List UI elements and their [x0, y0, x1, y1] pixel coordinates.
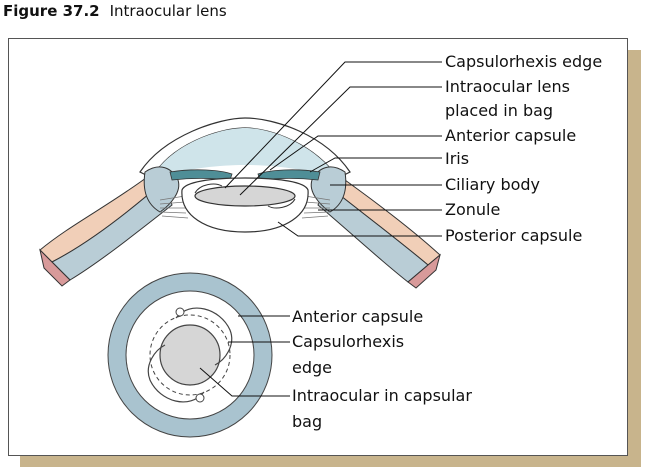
label-edge: edge	[292, 358, 332, 377]
label-posterior-capsule: Posterior capsule	[445, 226, 583, 245]
anterior-chamber	[152, 128, 338, 178]
label-anterior-capsule-top: Anterior capsule	[445, 126, 577, 145]
zonule-fibres	[159, 195, 331, 219]
label-iris: Iris	[445, 149, 470, 168]
top-leader-lines	[224, 61, 442, 237]
label-intraocular-lens: Intraocular lens	[445, 77, 570, 96]
label-capsulorhexis: Capsulorhexis	[292, 332, 405, 351]
haptic-eyelet-top	[175, 307, 185, 317]
label-ciliary-body: Ciliary body	[445, 175, 541, 194]
haptic-bottom	[147, 344, 205, 403]
figure-title: Intraocular lens	[109, 2, 227, 20]
label-placed-in-bag: placed in bag	[445, 101, 554, 120]
capsulorhexis-dashed	[149, 314, 231, 396]
optic	[159, 324, 221, 386]
label-bag: bag	[292, 412, 323, 431]
intraocular-lens	[194, 185, 296, 207]
haptic-left	[194, 183, 223, 194]
label-intraocular-in-capsular: Intraocular in capsular	[292, 386, 472, 405]
eye-cross-section	[39, 117, 441, 289]
edge-right	[407, 253, 441, 289]
label-capsulorhexis-edge: Capsulorhexis edge	[445, 52, 603, 71]
haptic-top	[175, 307, 233, 366]
front-view	[107, 272, 273, 438]
label-zonule: Zonule	[445, 200, 501, 219]
haptic-eyelet-bottom	[195, 393, 205, 403]
edge-left	[39, 248, 71, 287]
ciliary-wall-left	[51, 181, 173, 281]
bottom-leader-lines	[199, 315, 290, 397]
figure-caption: Figure 37.2 Intraocular lens	[3, 2, 227, 20]
figure-number: Figure 37.2	[3, 2, 100, 20]
label-anterior-capsule-bottom: Anterior capsule	[292, 307, 424, 326]
haptic-right	[267, 198, 296, 209]
